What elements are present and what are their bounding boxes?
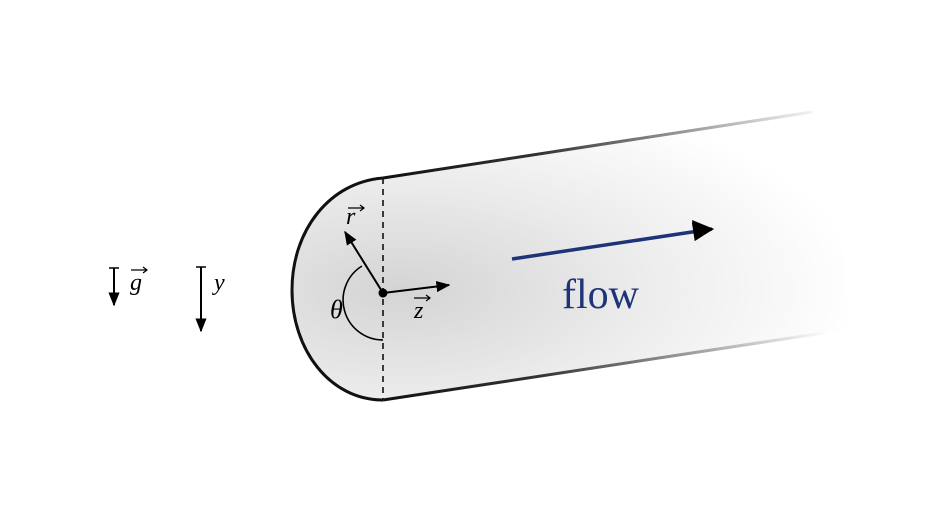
axial-label: z <box>413 298 424 324</box>
axial-vector-arrow <box>382 280 451 294</box>
radial-label: r <box>346 204 356 230</box>
radial-vector-arrow <box>344 230 384 294</box>
y-axis-label: y <box>212 270 225 296</box>
axial-vector-accent-icon <box>414 294 431 302</box>
theta-angle-arc <box>342 265 384 341</box>
tube-body <box>292 110 850 400</box>
gravity-vector-accent-icon <box>131 266 148 274</box>
tube-cap-outline <box>290 176 384 402</box>
origin-point <box>378 288 388 298</box>
radial-vector-accent-icon <box>348 204 365 212</box>
flow-arrow-head <box>692 220 714 240</box>
tube-top-edge <box>382 110 813 180</box>
flow-label: flow <box>562 272 640 318</box>
flow-arrow <box>511 222 715 261</box>
tube-bottom-edge <box>382 330 831 402</box>
gravity-label: g <box>130 270 142 296</box>
angle-label: θ <box>330 295 343 324</box>
